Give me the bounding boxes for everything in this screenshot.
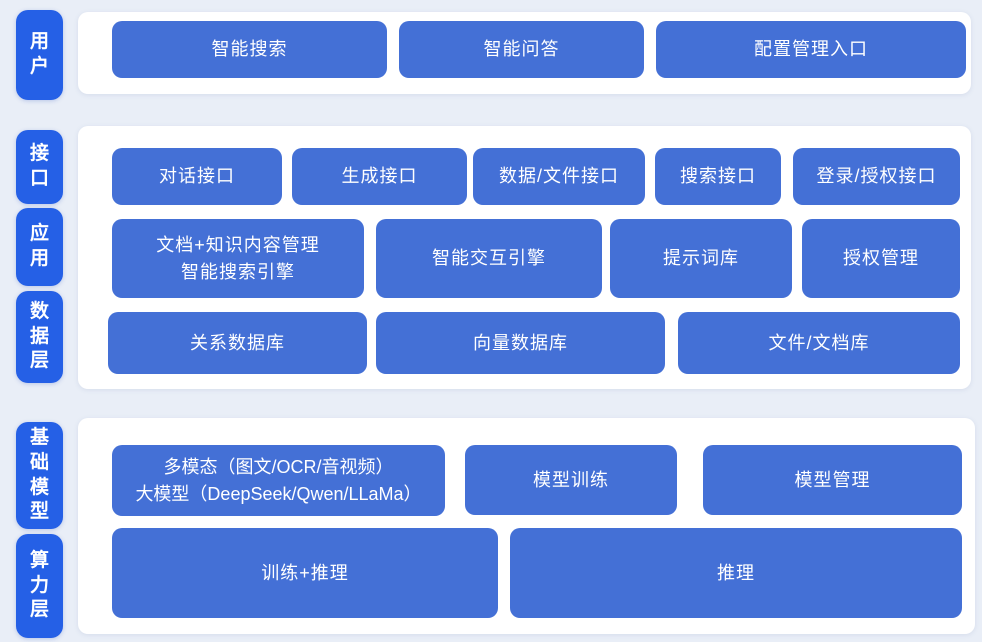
block-label: 对话接口 <box>159 166 235 186</box>
block-multimodal-llm: 多模态（图文/OCR/音视频） 大模型（DeepSeek/Qwen/LLaMa） <box>112 445 445 516</box>
block-label: 训练+推理 <box>261 562 349 583</box>
block-label: 模型训练 <box>533 469 609 490</box>
block-label: 多模态（图文/OCR/音视频） <box>163 456 394 477</box>
block-label: 配置管理入口 <box>754 39 868 59</box>
block-label: 生成接口 <box>341 166 418 186</box>
block-model-management: 模型管理 <box>703 445 962 515</box>
block-label: 大模型（DeepSeek/Qwen/LLaMa） <box>135 483 422 504</box>
layer-chip-data: 数据层 <box>16 291 63 383</box>
block-model-training: 模型训练 <box>465 445 677 515</box>
layer-chip-interface: 接口 <box>16 130 63 204</box>
block-intelligent-interaction-engine: 智能交互引擎 <box>376 219 602 298</box>
block-doc-knowledge-search-engine: 文档+知识内容管理 智能搜索引擎 <box>112 219 364 298</box>
layer-chip-label: 基础模型 <box>29 427 49 523</box>
block-file-document-store: 文件/文档库 <box>678 312 960 374</box>
layer-chip-label: 应用 <box>29 223 49 269</box>
block-authorization-management: 授权管理 <box>802 219 960 298</box>
block-label: 推理 <box>717 562 755 583</box>
block-training-plus-inference: 训练+推理 <box>112 528 498 618</box>
block-label: 搜索接口 <box>680 166 756 186</box>
block-label: 授权管理 <box>843 248 919 268</box>
block-label: 向量数据库 <box>473 332 568 353</box>
layer-chip-label: 用户 <box>29 31 49 77</box>
layer-chip-label: 接口 <box>29 143 49 189</box>
block-prompt-library: 提示词库 <box>610 219 792 298</box>
block-label: 关系数据库 <box>190 332 285 353</box>
layer-chip-user: 用户 <box>16 10 63 100</box>
block-login-auth-api: 登录/授权接口 <box>793 148 960 205</box>
block-generation-api: 生成接口 <box>292 148 467 205</box>
layer-chip-foundation-model: 基础模型 <box>16 422 63 529</box>
block-data-file-api: 数据/文件接口 <box>473 148 645 205</box>
block-label: 文件/文档库 <box>768 332 870 353</box>
block-smart-qa: 智能问答 <box>399 21 644 78</box>
block-label: 数据/文件接口 <box>498 166 619 186</box>
block-label: 模型管理 <box>794 469 871 490</box>
block-smart-search: 智能搜索 <box>112 21 387 78</box>
block-label: 文档+知识内容管理 <box>156 234 320 255</box>
layer-chip-compute: 算力层 <box>16 534 63 638</box>
block-label: 提示词库 <box>663 248 739 268</box>
block-relational-database: 关系数据库 <box>108 312 367 374</box>
block-config-management-entry: 配置管理入口 <box>656 21 966 78</box>
layer-chip-label: 数据层 <box>29 300 49 372</box>
block-dialog-api: 对话接口 <box>112 148 282 205</box>
block-inference: 推理 <box>510 528 962 618</box>
block-vector-database: 向量数据库 <box>376 312 665 374</box>
block-label: 智能问答 <box>483 39 560 59</box>
block-label: 登录/授权接口 <box>816 166 937 186</box>
block-search-api: 搜索接口 <box>655 148 781 205</box>
block-label: 智能搜索 <box>211 39 288 59</box>
layer-chip-application: 应用 <box>16 208 63 286</box>
block-label: 智能搜索引擎 <box>181 261 295 282</box>
block-label: 智能交互引擎 <box>432 248 546 268</box>
layer-chip-label: 算力层 <box>29 549 49 621</box>
